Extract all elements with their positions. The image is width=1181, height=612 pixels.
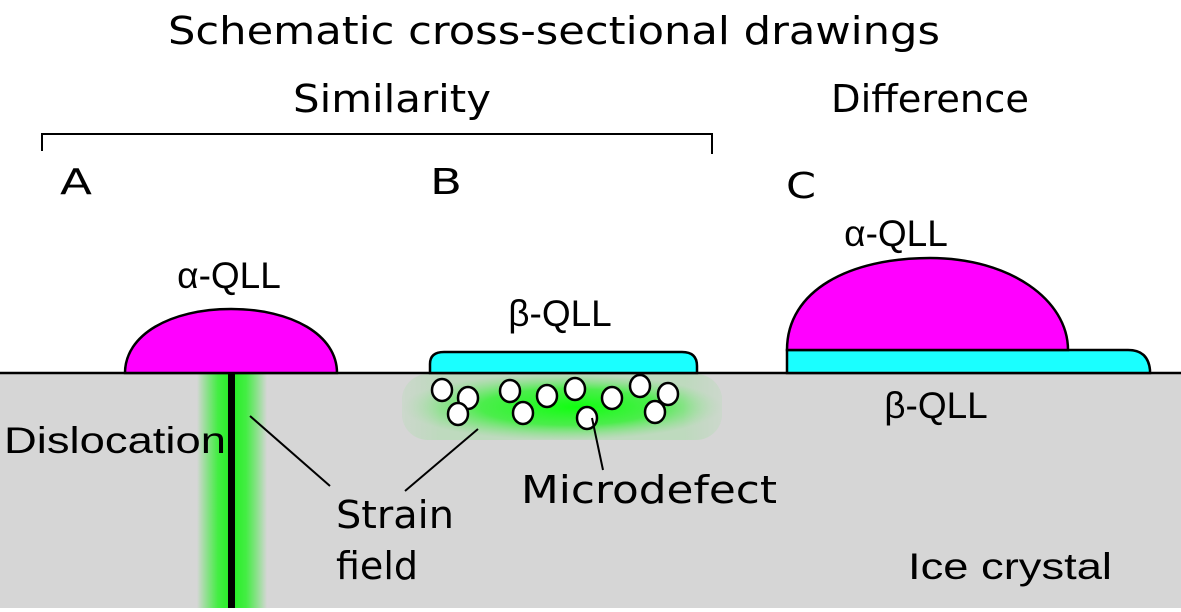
diagram-title: Schematic cross-sectional drawings [168,9,940,53]
microdefect-circle [446,401,470,427]
panel-a-alpha-qll-label: α-QLL [177,255,281,296]
panel-c-beta-qll [785,348,1152,375]
similarity-heading: Similarity [293,77,491,121]
similarity-bracket [41,133,713,154]
dislocation-line [228,373,235,608]
microdefect-circle [430,377,454,403]
microdefect-circle [628,373,652,399]
panel-b-beta-qll [428,350,699,375]
microdefect-circle [656,381,680,407]
microdefect-circle [535,383,559,409]
strain-field-label-line1: Strain [336,493,454,537]
microdefect-leader [591,417,604,471]
microdefect-label: Microdefect [521,468,777,512]
microdefect-circle [563,376,587,402]
microdefect-circle [498,378,522,404]
panel-a-label: A [60,162,92,203]
dislocation-label: Dislocation [4,420,226,461]
panel-a-alpha-qll [123,307,339,375]
microdefect-circle [600,385,624,411]
strain-leader-a [249,415,331,487]
panel-c-alpha-qll [785,256,1070,352]
panel-c-beta-qll-label: β-QLL [884,385,988,426]
ice-crystal-label: Ice crystal [908,546,1112,587]
panel-c-alpha-qll-label: α-QLL [844,213,948,254]
microdefect-circle [575,405,599,431]
microdefect-circle [643,399,667,425]
panel-b-beta-qll-label: β-QLL [508,293,612,334]
microdefect-group [430,373,680,431]
panel-c-label: C [786,166,816,207]
panel-b-label: B [430,162,462,203]
strain-leader-b [404,428,479,492]
microdefect-circle [511,400,535,426]
strain-field-label-line2: field [336,544,418,588]
difference-heading: Difference [831,77,1029,121]
